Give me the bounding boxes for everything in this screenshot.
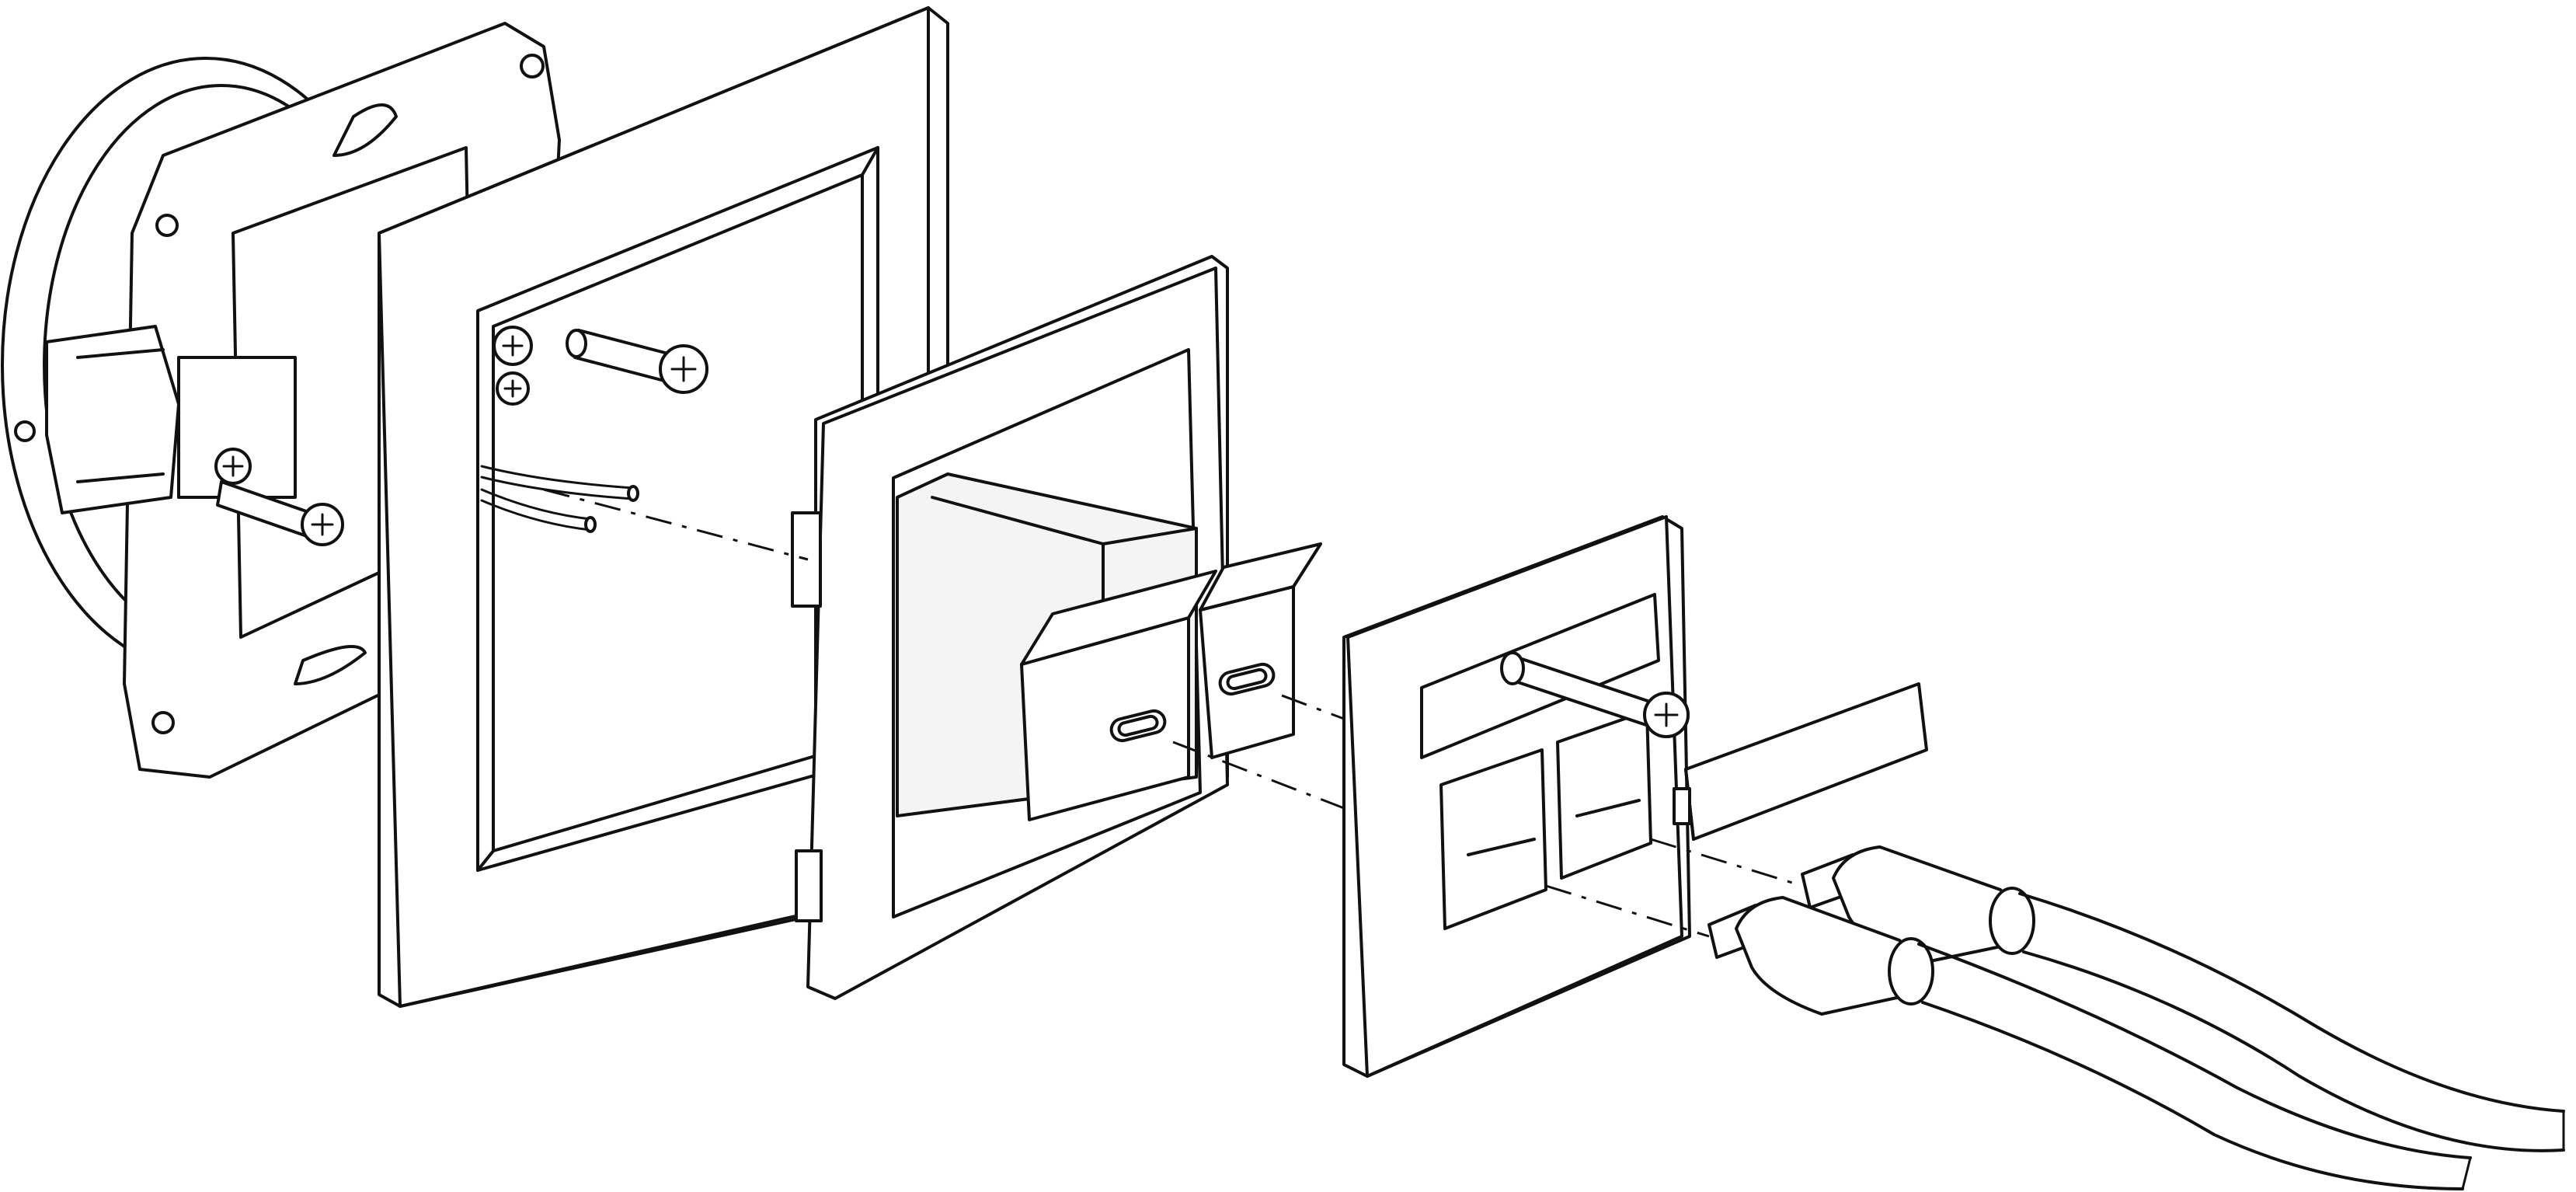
usb-charger-mechanism [791,255,1322,1000]
usb-cover-plate [1342,515,1691,1078]
usb-c-port-2 [1218,662,1276,696]
clamp-claw-left [45,325,180,514]
cover-plate-port-window-right [1556,709,1652,880]
cable-strand-lower [1917,943,2472,1159]
cable-strand-upper [2018,892,2565,1113]
frame-slot-top [332,103,398,157]
usb-c-port-block-2 [1199,542,1322,759]
fixing-screw [566,329,708,394]
supply-wire-lower [480,488,592,521]
cover-plate-port-window-left [1439,748,1547,930]
frame-slot-bottom [294,645,367,685]
usb-c-port-1 [1109,709,1167,743]
cover-plate-screw [1500,651,1690,738]
outer-cover-frame [378,6,949,1008]
usb-c-port-block-1 [1020,570,1217,821]
frame-screw-hole-bottom [151,711,175,734]
assembly-center-lines [543,488,1803,938]
center-line-port-2 [1281,694,1345,720]
center-line-port-1 [1172,741,1345,810]
flat-blade-tool [1673,682,1928,841]
bezel-clip-left-bottom [795,849,823,922]
frame-screw-hole-top [520,54,545,78]
usb-c-cable-lower [1707,896,2472,1190]
center-line-mechanism [543,488,809,561]
supply-wire-upper [480,465,635,490]
frame-screw-hole-left [155,214,179,237]
frame-screw-left [216,480,344,546]
frame-screw-top [214,448,252,485]
wall-box-screw-hole-left [14,420,36,442]
wires-and-fixing-screw [480,326,708,533]
